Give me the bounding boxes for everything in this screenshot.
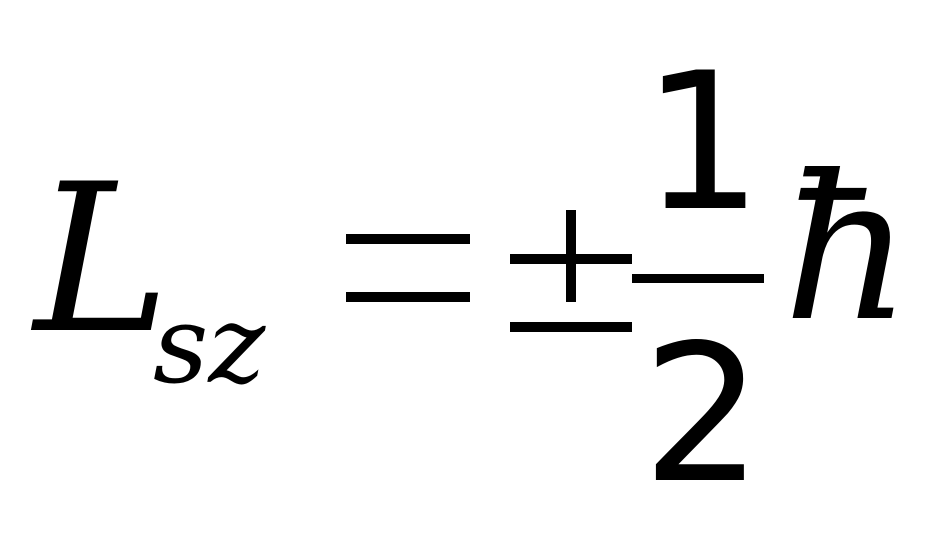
fraction-numerator: 1 (642, 32, 763, 253)
lhs-subscript: sz (153, 283, 266, 408)
lhs-symbol: L (34, 141, 171, 379)
fraction-denominator: 2 (642, 304, 763, 525)
equals-top-bar (346, 234, 470, 244)
reduced-planck-constant: ħ (783, 133, 912, 366)
minus-stroke (510, 322, 632, 332)
equals-bottom-bar (346, 292, 470, 302)
fraction-bar (632, 274, 764, 283)
plus-minus-sign: ± (510, 210, 632, 332)
equals-sign: = (346, 234, 470, 304)
plus-horizontal-stroke (510, 254, 632, 264)
